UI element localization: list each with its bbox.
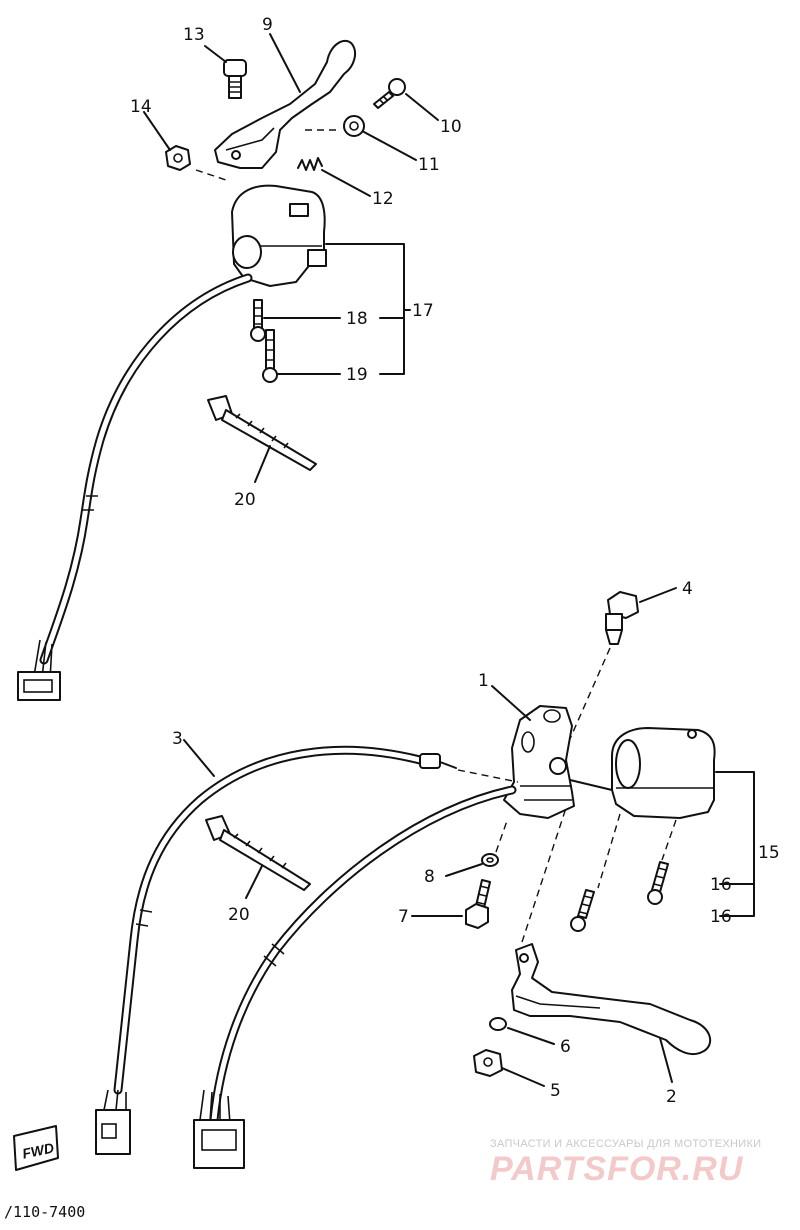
upper-cable — [17, 273, 253, 701]
leader-6 — [507, 1027, 555, 1045]
part-9-lever — [214, 39, 357, 169]
callout-14: 14 — [130, 97, 152, 117]
callout-2: 2 — [666, 1087, 677, 1107]
callout-8: 8 — [424, 867, 435, 887]
callout-4: 4 — [682, 579, 693, 599]
callout-3: 3 — [172, 729, 183, 749]
part-2-lever — [511, 943, 712, 1056]
part-20-cable-tie-lower — [205, 815, 311, 891]
part-15-switch — [611, 727, 716, 819]
callout-16-b: 16 — [710, 907, 732, 927]
part-13-bolt — [223, 59, 247, 99]
leader-12 — [321, 169, 371, 197]
part-14-nut — [165, 145, 191, 171]
leader-4 — [639, 587, 677, 603]
leader-20b — [245, 865, 263, 899]
diagram-code: /110-7400 — [4, 1203, 85, 1221]
leader-10 — [405, 93, 439, 121]
callout-11: 11 — [418, 155, 440, 175]
part-12-spring — [297, 157, 323, 171]
callout-20-upper: 20 — [234, 490, 256, 510]
part-11-nut — [343, 115, 365, 137]
leader-13 — [204, 45, 227, 63]
part-4-bolt — [605, 591, 639, 645]
leader-20a — [254, 445, 271, 483]
callout-17: 17 — [412, 301, 434, 321]
part-3-cable — [95, 745, 457, 1155]
fwd-label: FWD — [21, 1139, 56, 1161]
callout-9: 9 — [262, 15, 273, 35]
part-10-screw — [373, 78, 406, 109]
leader-3 — [183, 739, 215, 777]
part-19-screw — [262, 329, 278, 383]
leader-11 — [363, 131, 417, 161]
callout-19: 19 — [346, 365, 368, 385]
callout-18: 18 — [346, 309, 368, 329]
leader-5 — [501, 1067, 545, 1087]
part-7-bolt — [465, 879, 491, 929]
leader-9 — [269, 33, 301, 93]
leader-14 — [143, 111, 171, 151]
callout-12: 12 — [372, 189, 394, 209]
watermark-brand: PARTSFOR.RU — [490, 1150, 744, 1188]
callout-6: 6 — [560, 1037, 571, 1057]
part-18-screw — [250, 299, 266, 342]
lower-switch-cable — [193, 785, 517, 1169]
callout-7: 7 — [398, 907, 409, 927]
bracket-15 — [715, 771, 755, 917]
part-16-screw-b — [570, 889, 595, 932]
leader-1 — [491, 685, 531, 721]
leader-8 — [445, 863, 483, 877]
callout-16-a: 16 — [710, 875, 732, 895]
fwd-arrow-mark: FWD — [13, 1125, 59, 1171]
part-17-switch — [231, 184, 327, 287]
callout-5: 5 — [550, 1081, 561, 1101]
callout-13: 13 — [183, 25, 205, 45]
callout-20-lower: 20 — [228, 905, 250, 925]
part-16-screw-a — [647, 861, 669, 905]
leader-2 — [659, 1037, 673, 1083]
watermark-tagline: ЗАПЧАСТИ И АКСЕССУАРЫ ДЛЯ МОТОТЕХНИКИ — [490, 1138, 761, 1150]
part-20-cable-tie-upper — [207, 395, 317, 471]
callout-1: 1 — [478, 671, 489, 691]
part-6-oring — [489, 1017, 507, 1031]
callout-15: 15 — [758, 843, 780, 863]
part-5-nut — [473, 1049, 503, 1077]
bracket-17 — [325, 243, 411, 375]
part-1-holder — [503, 705, 575, 819]
callout-10: 10 — [440, 117, 462, 137]
part-8-washer — [481, 853, 499, 867]
